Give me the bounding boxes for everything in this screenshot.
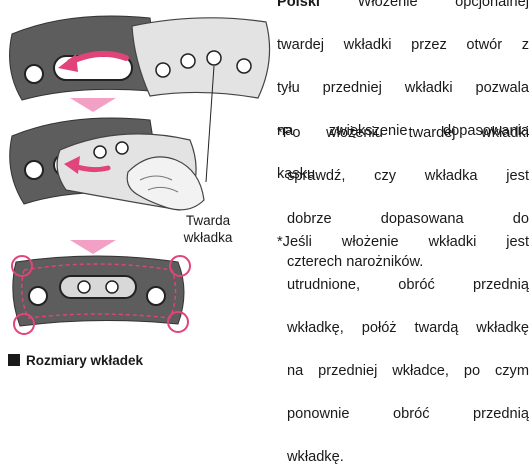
down-arrow-pink [70,240,116,254]
step1-pads [10,16,270,100]
pad-slot [60,276,136,298]
insert-hole [156,63,170,77]
paragraph-line: twardej wkładki przez otwór z [277,35,529,78]
insert-hole [106,281,118,293]
insert-hole [78,281,90,293]
step2-pads [10,118,204,210]
pad-hole [25,65,43,83]
bullet-square-icon [8,354,20,366]
pad-hole [147,287,165,305]
paragraph-line: utrudnione, obróć przednią [277,275,529,318]
section-heading: Rozmiary wkładek [8,353,143,368]
hard-insert-label-line2: wkładka [163,229,253,246]
paragraph-line: tyłu przedniej wkładki pozwala [277,78,529,121]
hard-insert-label-line1: Twarda [163,212,253,229]
pad-hole [25,161,43,179]
paragraph-line-rest: Włożenie opcjonalnej [320,0,529,10]
paragraph-line: Polski Włożenie opcjonalnej [277,0,529,35]
hard-insert-light [132,18,270,98]
language-lead: Polski [277,0,320,10]
insert-hole [116,142,128,154]
paragraph-difficult-insert: *Jeśli włożenie wkładki jest utrudnione,… [277,232,529,469]
paragraph-line: sprawdź, czy wkładka jest [277,166,529,209]
insert-hole [94,146,106,158]
step3-pads [12,256,190,334]
down-arrow-pink [70,98,116,112]
insert-hole [237,59,251,73]
paragraph-line: na przedniej wkładce, po czym [277,361,529,404]
insert-instruction-illustration [0,0,275,367]
paragraph-line: *Po włożeniu twardej wkładki [277,123,529,166]
pad-hole [29,287,47,305]
paragraph-line: wkładkę, połóż twardą wkładkę [277,318,529,361]
hard-insert-label: Twarda wkładka [163,212,253,246]
paragraph-line: wkładkę. [277,447,529,469]
paragraph-line: *Jeśli włożenie wkładki jest [277,232,529,275]
insert-hole [181,54,195,68]
paragraph-line: ponownie obróć przednią [277,404,529,447]
section-heading-text: Rozmiary wkładek [26,353,143,368]
insert-hole [207,51,221,65]
